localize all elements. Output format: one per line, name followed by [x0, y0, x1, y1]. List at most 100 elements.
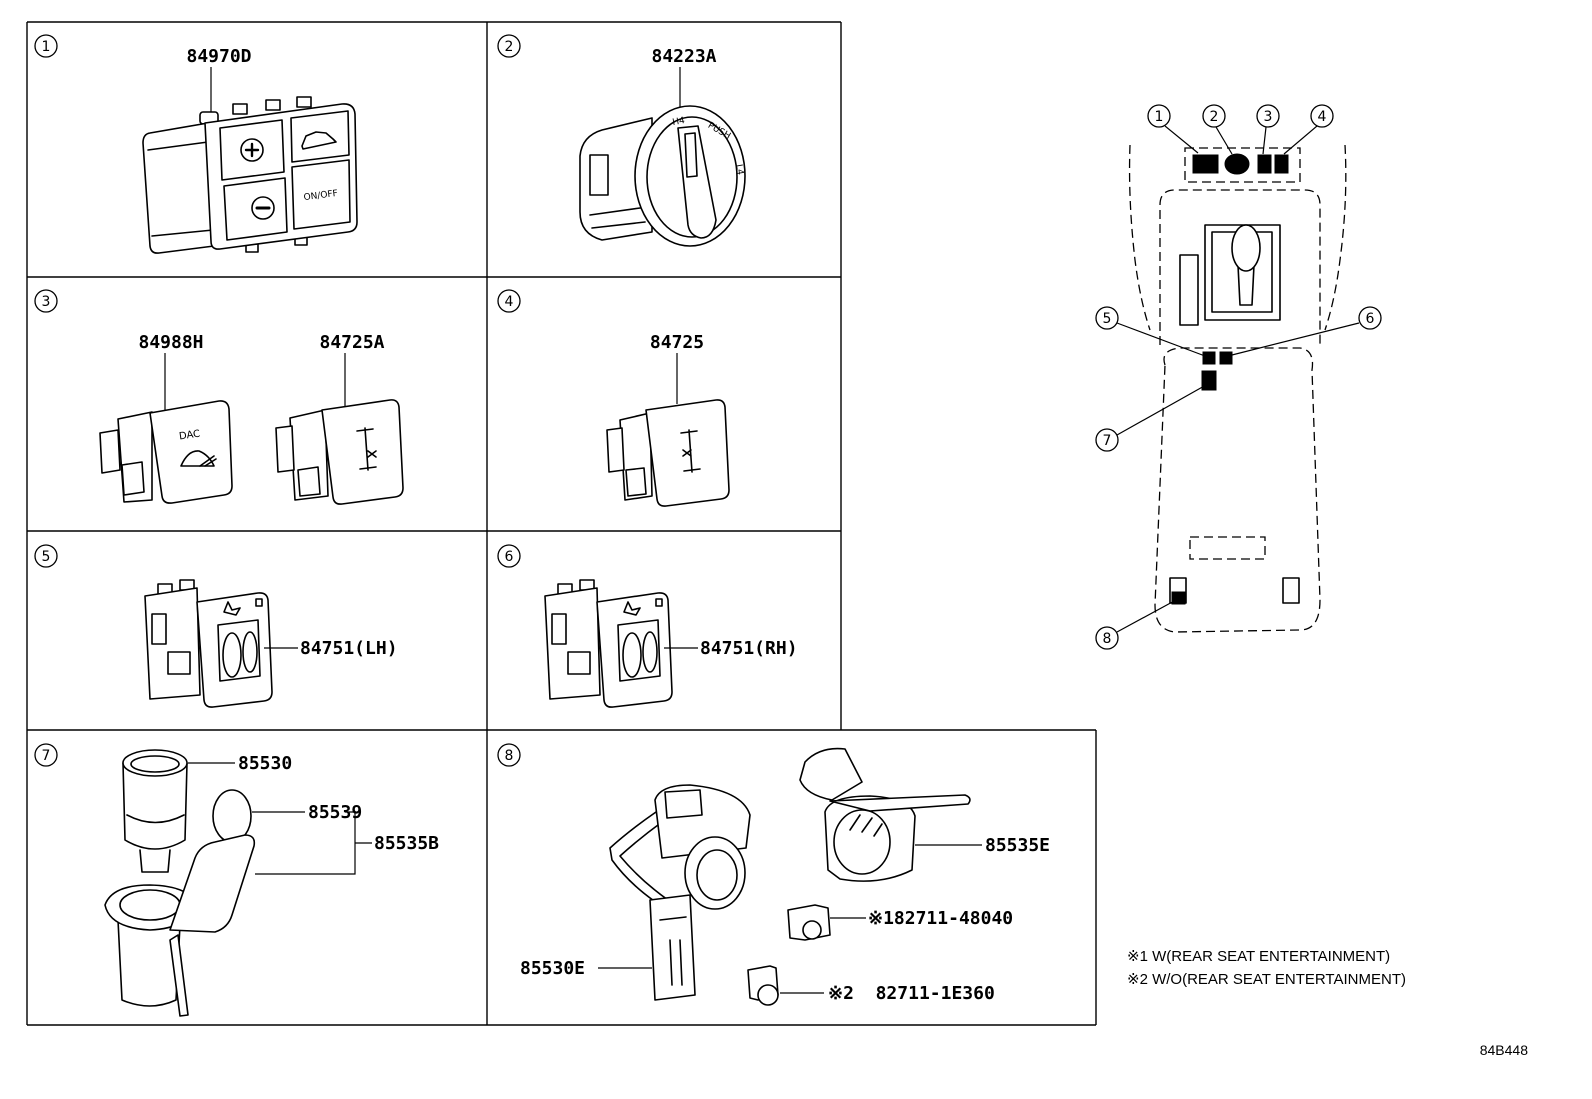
- bottom-clip: [625, 467, 647, 497]
- socket-body: [122, 762, 188, 850]
- console-callout-3: 3: [1256, 104, 1280, 128]
- cell-number-5: 5: [34, 544, 58, 568]
- clip-cutout: [567, 651, 591, 675]
- holder-lid: [829, 794, 971, 812]
- top-tab: [232, 103, 248, 115]
- location-7-marker: [1201, 370, 1217, 391]
- socket-opening: [696, 849, 738, 901]
- position-l4-text: L4: [733, 163, 745, 176]
- note-2: ※2 W/O(REAR SEAT ENTERTAINMENT): [1127, 971, 1406, 988]
- drive-mode-icon: [680, 429, 701, 473]
- part-label-84725: 84725: [650, 332, 704, 353]
- svg-text:2: 2: [505, 39, 514, 55]
- clip-82711-1E360-drawing: [747, 965, 779, 1006]
- socket-contact: [139, 849, 171, 873]
- location-3-marker: [1257, 154, 1272, 174]
- top-tab: [296, 96, 312, 108]
- position-h4-text: H4: [672, 116, 686, 128]
- part-label-85530E: 85530E: [520, 958, 585, 979]
- bottom-clip: [297, 466, 321, 497]
- switch-84970D-drawing: [142, 96, 358, 254]
- socket-connector: [649, 894, 696, 1001]
- holder-opening: [833, 809, 891, 875]
- part-label-clip-2: ※2 82711-1E360: [828, 983, 995, 1004]
- shift-knob: [1231, 224, 1261, 272]
- armrest-outline: [1154, 347, 1321, 633]
- dial-wheel: [622, 632, 642, 678]
- svg-text:3: 3: [1264, 109, 1273, 125]
- indicator-icon: [255, 598, 263, 607]
- dial-slot: [642, 631, 658, 673]
- svg-text:1: 1: [1155, 109, 1164, 125]
- lid-hinge: [169, 934, 189, 1017]
- console-callout-4: 4: [1310, 104, 1334, 128]
- part-label-85535B: 85535B: [374, 833, 439, 854]
- cell-number-4: 4: [497, 289, 521, 313]
- svg-text:7: 7: [42, 748, 51, 764]
- side-clip: [99, 429, 121, 474]
- part-label-84970D: 84970D: [186, 46, 251, 67]
- console-location-diagram: 1 2 3 4 5 6 7 8: [1095, 104, 1382, 650]
- location-5-marker: [1202, 351, 1216, 365]
- cell-number-7: 7: [34, 743, 58, 767]
- clip-window: [589, 154, 609, 196]
- clip-screw: [802, 920, 822, 940]
- side-clip: [275, 425, 295, 473]
- location-8-marker: [1171, 591, 1186, 605]
- location-4-marker: [1274, 154, 1289, 174]
- rear-housing: [142, 122, 215, 254]
- part-label-85539: 85539: [308, 802, 362, 823]
- socket-85530E-drawing: [609, 784, 751, 1001]
- vehicle-icon: [301, 131, 337, 150]
- svg-text:3: 3: [42, 294, 51, 310]
- socket-opening: [130, 755, 180, 773]
- dac-text: DAC: [178, 429, 201, 443]
- bracket-85535B: [255, 811, 372, 875]
- lid-top: [799, 747, 863, 801]
- svg-text:4: 4: [505, 294, 514, 310]
- console-leaders: [1116, 125, 1360, 633]
- switch-face: [321, 399, 404, 505]
- rear-socket-right: [1282, 577, 1300, 604]
- svg-text:7: 7: [1103, 433, 1112, 449]
- clip-cutout: [551, 613, 567, 645]
- svg-text:2: 2: [1210, 109, 1219, 125]
- cell-number-8: 8: [497, 743, 521, 767]
- location-2-marker: [1224, 153, 1250, 175]
- clip-screw: [757, 984, 779, 1006]
- part-label-84223A: 84223A: [651, 46, 716, 67]
- dial-slot: [242, 631, 258, 673]
- clip-cutout: [167, 651, 191, 675]
- svg-text:1: 1: [42, 39, 51, 55]
- cell-number-3: 3: [34, 289, 58, 313]
- cell-number-2: 2: [497, 34, 521, 58]
- top-tab: [265, 99, 281, 111]
- cap-85539-drawing: [212, 789, 252, 843]
- part-label-84725A: 84725A: [319, 332, 384, 353]
- svg-text:4: 4: [1318, 109, 1327, 125]
- console-callout-6: 6: [1358, 306, 1382, 330]
- location-1-marker: [1192, 154, 1219, 174]
- indicator-icon: [655, 598, 663, 607]
- console-callout-1: 1: [1147, 104, 1171, 128]
- holder-body: [117, 919, 181, 1007]
- seat-heater-switch-rh-drawing: [544, 579, 673, 708]
- upper-panel-outline: [1184, 147, 1301, 183]
- part-label-85535E: 85535E: [985, 835, 1050, 856]
- holder-85535B-drawing: [104, 834, 256, 1017]
- console-callout-8: 8: [1095, 626, 1119, 650]
- svg-text:5: 5: [42, 549, 51, 565]
- socket-85530-drawing: [122, 749, 188, 873]
- side-clip: [606, 427, 625, 473]
- harness-strap: [609, 811, 669, 906]
- console-outline: [1159, 189, 1321, 345]
- svg-text:8: 8: [1103, 631, 1112, 647]
- console-callout-7: 7: [1095, 428, 1119, 452]
- console-callout-5: 5: [1095, 306, 1119, 330]
- part-label-85530: 85530: [238, 753, 292, 774]
- drive-mode-icon: [356, 427, 377, 471]
- part-label-84988H: 84988H: [138, 332, 203, 353]
- button-on-off: [291, 159, 351, 230]
- part-label-84751-rh: 84751(RH): [700, 638, 798, 659]
